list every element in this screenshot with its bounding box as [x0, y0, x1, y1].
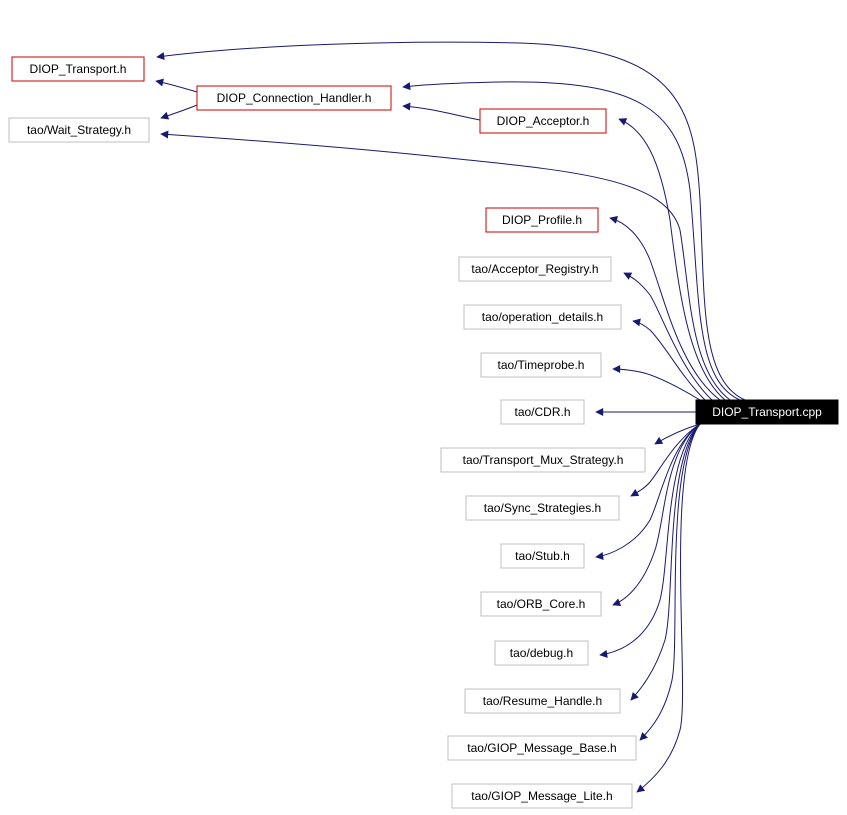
node-box: [451, 783, 633, 809]
node-orbcore[interactable]: tao/ORB_Core.h: [480, 591, 602, 617]
node-syncstrat[interactable]: tao/Sync_Strategies.h: [465, 495, 620, 521]
node-box: [11, 56, 145, 82]
node-wait[interactable]: tao/Wait_Strategy.h: [8, 117, 150, 143]
node-box: [494, 640, 589, 666]
node-profile[interactable]: DIOP_Profile.h: [485, 207, 599, 233]
edge-root-to-gioplite: [636, 423, 701, 793]
edge-root-to-acceptreg: [623, 272, 713, 401]
node-timeprobe[interactable]: tao/Timeprobe.h: [480, 352, 602, 378]
node-label: tao/GIOP_Message_Base.h: [467, 741, 616, 755]
node-box: [463, 304, 622, 330]
node-label: tao/ORB_Core.h: [497, 597, 586, 611]
edge-root-to-connhandler: [402, 81, 741, 401]
node-label: tao/Resume_Handle.h: [483, 694, 602, 708]
node-box: [480, 352, 602, 378]
edge-root-to-stub: [595, 423, 701, 560]
node-box: [485, 207, 599, 233]
nodes-layer: DIOP_Transport.cpp DIOP_Transport.hDIOP_C…: [8, 56, 839, 809]
edge-root-to-opdetails: [632, 318, 706, 401]
node-box: [8, 117, 150, 143]
edge-root-to-transport: [156, 41, 746, 401]
node-label: DIOP_Transport.cpp: [712, 405, 822, 419]
node-box: [695, 399, 839, 425]
edge-root-to-timeprobe: [612, 365, 701, 401]
node-resume[interactable]: tao/Resume_Handle.h: [464, 688, 621, 714]
node-box: [447, 735, 637, 761]
edge-root-to-giopbase: [639, 423, 701, 741]
node-stub[interactable]: tao/Stub.h: [500, 543, 585, 569]
edge-root-to-acceptor: [618, 118, 726, 401]
node-label: tao/CDR.h: [514, 405, 570, 419]
edge-connhandler-to-wait: [160, 104, 198, 120]
edge-root-to-orbcore: [612, 423, 701, 606]
root-node[interactable]: DIOP_Transport.cpp: [695, 399, 839, 425]
node-box: [464, 688, 621, 714]
node-label: tao/Timeprobe.h: [498, 358, 585, 372]
edge-root-to-resume: [630, 423, 701, 701]
edge-root-to-profile: [609, 215, 721, 401]
node-giopbase[interactable]: tao/GIOP_Message_Base.h: [447, 735, 637, 761]
edge-connhandler-to-transport: [155, 78, 198, 93]
node-box: [458, 256, 612, 282]
node-box: [500, 543, 585, 569]
node-box: [480, 591, 602, 617]
node-label: DIOP_Transport.h: [30, 62, 127, 76]
edge-acceptor-to-connhandler: [402, 102, 481, 121]
node-acceptreg[interactable]: tao/Acceptor_Registry.h: [458, 256, 612, 282]
node-transport[interactable]: DIOP_Transport.h: [11, 56, 145, 82]
node-opdetails[interactable]: tao/operation_details.h: [463, 304, 622, 330]
node-label: tao/Acceptor_Registry.h: [471, 262, 598, 276]
node-gioplite[interactable]: tao/GIOP_Message_Lite.h: [451, 783, 633, 809]
node-box: [440, 447, 646, 473]
edge-root-to-debug: [599, 423, 701, 658]
node-muxstrat[interactable]: tao/Transport_Mux_Strategy.h: [440, 447, 646, 473]
node-box: [196, 85, 392, 111]
node-label: tao/Sync_Strategies.h: [484, 501, 601, 515]
node-label: tao/Transport_Mux_Strategy.h: [463, 453, 624, 467]
node-label: DIOP_Profile.h: [502, 213, 582, 227]
node-debug[interactable]: tao/debug.h: [494, 640, 589, 666]
node-label: tao/operation_details.h: [482, 310, 603, 324]
edges-layer: [155, 41, 746, 793]
node-label: DIOP_Acceptor.h: [497, 114, 590, 128]
node-acceptor[interactable]: DIOP_Acceptor.h: [479, 108, 607, 134]
node-label: DIOP_Connection_Handler.h: [217, 91, 372, 105]
node-connhandler[interactable]: DIOP_Connection_Handler.h: [196, 85, 392, 111]
node-box: [500, 399, 585, 425]
node-label: tao/debug.h: [510, 646, 573, 660]
node-cdr[interactable]: tao/CDR.h: [500, 399, 585, 425]
node-label: tao/Wait_Strategy.h: [27, 123, 131, 137]
edge-root-to-syncstrat: [630, 423, 701, 497]
edge-root-to-muxstrat: [654, 423, 701, 445]
node-box: [465, 495, 620, 521]
node-label: tao/GIOP_Message_Lite.h: [471, 789, 612, 803]
node-label: tao/Stub.h: [515, 549, 570, 563]
edge-root-to-wait: [160, 130, 731, 401]
node-box: [479, 108, 607, 134]
